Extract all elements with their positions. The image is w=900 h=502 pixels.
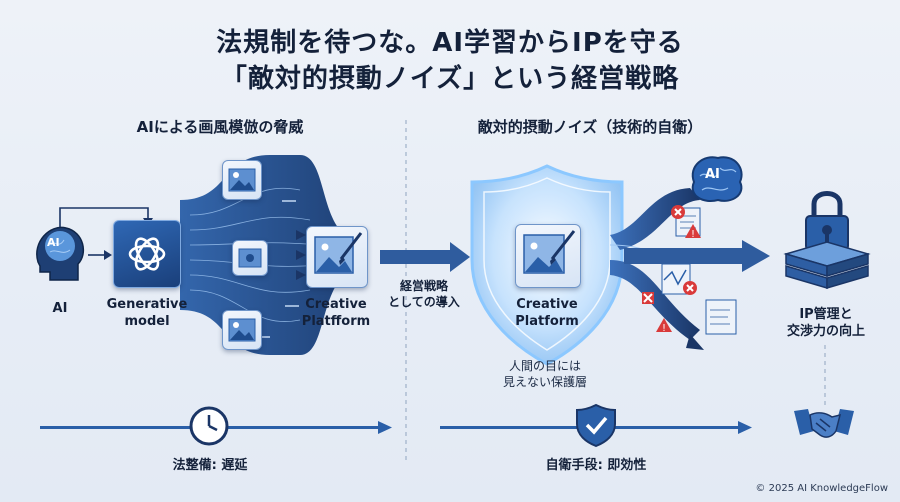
copyright-text: © 2025 AI KnowledgeFlow xyxy=(755,483,888,494)
defense-speed-caption: 自衛手段: 即効性 xyxy=(545,458,647,473)
strategy-arrow xyxy=(380,242,470,272)
page-title-line1: 法規制を待つな。AI学習からIPを守る xyxy=(216,28,684,58)
model-label-1: Generative xyxy=(106,297,188,312)
image-icon xyxy=(228,318,256,342)
paint-image-icon xyxy=(314,232,363,274)
right-platform-label-2: Platform xyxy=(515,314,579,329)
protection-note-2: 見えない保護層 xyxy=(502,375,587,389)
shield-check-icon xyxy=(576,403,616,448)
image-icon xyxy=(228,168,256,192)
copied-image-bottom xyxy=(222,310,262,350)
model-knot-icon xyxy=(128,237,166,271)
paint-image-icon xyxy=(523,230,576,274)
svg-text:!: ! xyxy=(691,229,695,240)
strategy-label-2: としての導入 xyxy=(388,295,460,309)
ai-label: AI xyxy=(52,301,68,316)
right-section-heading: 敵対的摂動ノイズ（技術的自衛） xyxy=(477,118,703,136)
section-divider xyxy=(405,120,407,460)
outcome-label-2: 交渉力の向上 xyxy=(786,324,865,339)
clock-icon xyxy=(189,406,229,446)
left-platform-label-1: Creative xyxy=(305,297,367,312)
image-icon xyxy=(238,248,262,268)
left-platform-tile xyxy=(306,226,368,288)
strategy-label-1: 経営戦略 xyxy=(399,279,448,293)
human-head-icon xyxy=(36,226,85,281)
outcome-label-1: IP管理と xyxy=(799,307,853,322)
model-label-2: model xyxy=(124,314,170,329)
right-platform-tile xyxy=(515,224,581,288)
handshake-icon xyxy=(794,409,854,438)
legal-delay-caption: 法整備: 遅延 xyxy=(172,458,248,473)
generative-model-tile xyxy=(113,220,181,288)
protection-note-1: 人間の目には xyxy=(508,359,581,373)
outcome-divider xyxy=(824,345,826,405)
right-platform-label-1: Creative xyxy=(516,297,578,312)
left-section-heading: AIによる画風模倣の脅威 xyxy=(136,118,304,136)
svg-text:!: ! xyxy=(662,323,666,334)
error-icon xyxy=(671,205,685,219)
copied-image-top xyxy=(222,160,262,200)
page-title-line2: 「敵対的摂動ノイズ」という経営戦略 xyxy=(220,64,680,94)
ai-brain-badge: AI xyxy=(705,167,720,182)
copied-image-middle xyxy=(232,240,268,276)
right-flow-diagram: ! ! xyxy=(609,188,737,350)
ai-brain-icon xyxy=(691,156,743,202)
left-platform-label-2: Platfform xyxy=(301,314,371,329)
secured-server-icon xyxy=(783,191,871,290)
outcome-arrow xyxy=(624,240,770,272)
ai-head-badge: AI xyxy=(47,236,60,249)
